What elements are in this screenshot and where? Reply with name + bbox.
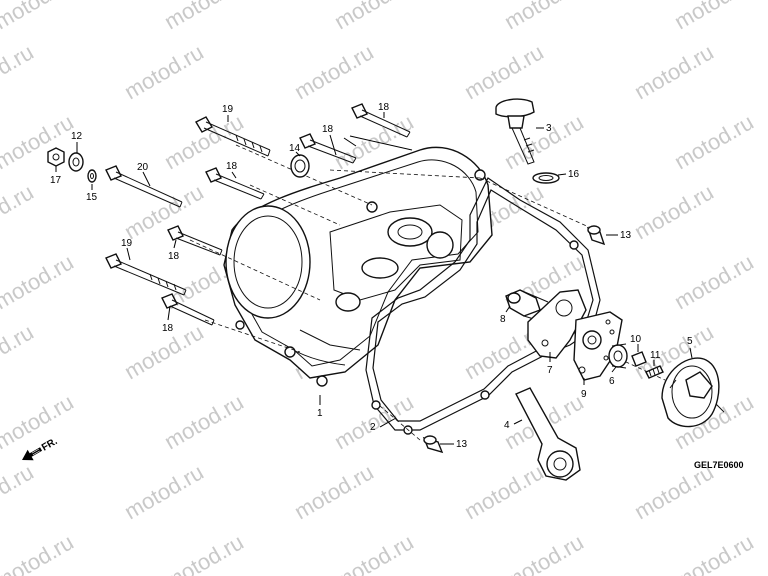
callout-6: 6 [609, 376, 615, 387]
watermark-text: motod.ru [160, 389, 248, 454]
gasket[interactable] [365, 177, 601, 435]
callout-1: 1 [317, 408, 323, 419]
callout-18b: 18 [322, 124, 334, 135]
leader-lines [55, 112, 693, 445]
watermark-text: motod.ru [160, 0, 248, 34]
front-arrow-icon [22, 447, 43, 461]
kick-gear-5[interactable] [661, 357, 725, 428]
watermark-text: motod.ru [0, 109, 78, 174]
watermark-text: motod.ru [460, 459, 548, 524]
callout-13a: 13 [620, 230, 632, 241]
bolt-19-lower[interactable] [105, 253, 187, 296]
watermark-text: motod.ru [500, 529, 588, 576]
callout-19a: 19 [222, 104, 234, 115]
callout-18a: 18 [378, 102, 390, 113]
crankcase-cover[interactable] [223, 146, 493, 387]
nut-17[interactable] [47, 147, 65, 167]
o-ring-16[interactable] [532, 172, 560, 184]
bolt-19-upper[interactable] [195, 116, 271, 157]
callout-18c: 18 [226, 161, 238, 172]
callout-11: 11 [650, 350, 661, 361]
bolt-18-upper[interactable] [351, 103, 411, 138]
bolt-18-left[interactable] [205, 167, 265, 200]
watermark-text: motod.ru [290, 459, 378, 524]
alignment-lines [189, 144, 666, 441]
watermark-text: motod.ru [120, 459, 208, 524]
watermark-text: motod.ru [0, 459, 38, 524]
callout-13b: 13 [456, 439, 468, 450]
watermark-text: motod.ru [330, 0, 418, 34]
pin-11[interactable] [645, 365, 664, 379]
callout-19b: 19 [121, 238, 133, 249]
callout-20: 20 [137, 162, 149, 173]
callout-12: 12 [71, 131, 83, 142]
callouts: 19 18 18 14 18 20 12 17 15 19 18 18 3 16… [50, 102, 693, 450]
bolt-20[interactable] [105, 165, 183, 208]
watermark-text: motod.ru [670, 109, 758, 174]
callout-15: 15 [86, 192, 98, 203]
watermark-text: motod.ru [0, 0, 78, 34]
front-label: FR. [40, 436, 60, 454]
oil-filler-cap-3[interactable] [495, 98, 535, 165]
bolt-18-middle[interactable] [299, 133, 357, 164]
dowel-pin-13-upper[interactable] [586, 225, 606, 246]
diagram-code: GEL7E0600 [694, 460, 744, 470]
bolt-18-lower[interactable] [161, 293, 215, 326]
watermark-text: motod.ru [0, 249, 78, 314]
watermark-text: motod.ru [160, 529, 248, 576]
dowel-pin-13-lower[interactable] [422, 435, 444, 454]
callout-8: 8 [500, 314, 506, 325]
callout-17: 17 [50, 175, 62, 186]
callout-2: 2 [370, 422, 376, 433]
watermark-text: motod.ru [670, 529, 758, 576]
watermark-text: motod.ru [0, 389, 78, 454]
callout-7: 7 [547, 365, 553, 376]
callout-3: 3 [546, 123, 552, 134]
watermark-text: motod.ru [670, 249, 758, 314]
watermark-text: motod.ru [0, 39, 38, 104]
watermark-text: motod.ru [0, 179, 38, 244]
callout-18d: 18 [168, 251, 180, 262]
collar-10[interactable] [631, 351, 647, 367]
washer-15[interactable] [87, 169, 97, 183]
lever-9[interactable] [573, 311, 623, 381]
bolt-18-center[interactable] [167, 225, 223, 256]
watermark-text: motod.ru [670, 0, 758, 34]
watermark-text: motod.ru [120, 39, 208, 104]
callout-4: 4 [504, 420, 510, 431]
watermark-text: motod.ru [120, 179, 208, 244]
washer-12[interactable] [68, 152, 84, 172]
watermark-text: motod.ru [500, 0, 588, 34]
callout-16: 16 [568, 169, 580, 180]
watermark-text: motod.ru [0, 319, 38, 384]
callout-5: 5 [687, 336, 693, 347]
callout-10: 10 [630, 334, 642, 345]
callout-18e: 18 [162, 323, 174, 334]
watermark-text: motod.ru [630, 39, 718, 104]
callout-14: 14 [289, 143, 301, 154]
watermark-text: motod.ru [290, 39, 378, 104]
oil-seal-14[interactable] [290, 154, 310, 178]
kick-arm-4[interactable] [515, 387, 581, 481]
watermark-text: motod.ru [630, 179, 718, 244]
callout-9: 9 [581, 389, 587, 400]
watermark-text: motod.ru [330, 529, 418, 576]
watermark-text: motod.ru [460, 39, 548, 104]
bushing-6[interactable] [608, 343, 628, 369]
watermark-text: motod.ru [0, 529, 78, 576]
plate-7[interactable] [527, 289, 587, 359]
